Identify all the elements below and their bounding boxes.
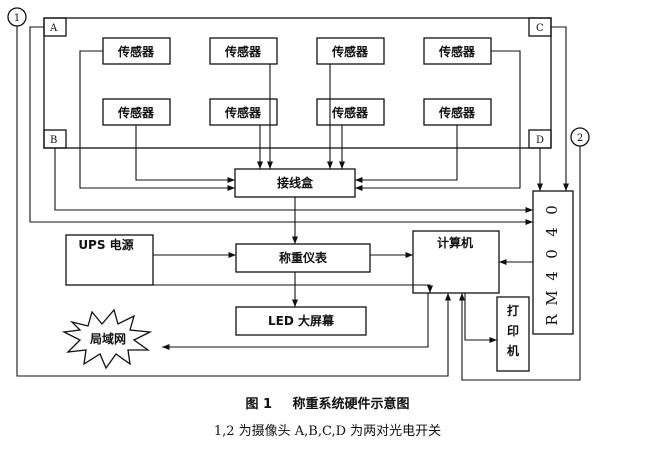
wire-switch-a	[29, 26, 533, 226]
wire-sensor-1	[79, 50, 235, 192]
computer-label: 计算机	[437, 235, 473, 250]
sensor-label-5: 传感器	[117, 105, 155, 120]
rm4040-char: 4	[543, 271, 561, 281]
sensor-box-6	[209, 98, 278, 126]
figure-title: 称重系统硬件示意图	[292, 397, 410, 412]
rm4040-char: 4	[543, 227, 561, 237]
figure-number: 图 1	[245, 397, 273, 412]
ups-box	[65, 234, 154, 286]
sensor-box-3	[316, 37, 385, 65]
camera-1-label: 1	[14, 13, 20, 24]
wire-computer-lan	[162, 293, 429, 351]
rm4040-char: R	[543, 314, 561, 326]
lan-label: 局域网	[90, 331, 126, 346]
printer-char: 机	[507, 343, 519, 358]
rm4040-char: M	[543, 290, 561, 305]
printer-char: 打	[507, 303, 519, 318]
camera-2-label: 2	[577, 133, 583, 144]
sensor-box-2	[209, 37, 278, 65]
sensor-label-3: 传感器	[331, 44, 369, 59]
sensor-label-4: 传感器	[438, 44, 476, 59]
rm4040-char: 0	[543, 205, 561, 215]
junction-box-label: 接线盒	[277, 175, 314, 190]
photo-switch-d-label: D	[536, 135, 544, 146]
weighing-platform-frame	[43, 17, 552, 149]
printer-label: 打印机	[507, 303, 519, 358]
sensor-label-1: 传感器	[117, 44, 155, 59]
photo-switch-a-label: A	[49, 23, 58, 34]
weighing-instrument-box	[235, 243, 371, 273]
photo-switch-b-label: B	[50, 135, 57, 146]
printer-box	[496, 296, 530, 372]
wire-sensor-4	[355, 50, 521, 192]
wire-camera-1	[16, 26, 452, 377]
rm4040-char: 0	[543, 249, 561, 259]
rm4040-label: RM 4 0 4 0	[543, 205, 561, 325]
printer-char: 印	[507, 324, 519, 338]
wire-sensor-8	[355, 125, 458, 184]
figure-note: 1,2 为摄像头 A,B,C,D 为两对光电开关	[213, 424, 442, 439]
led-screen-label: LED 大屏幕	[268, 313, 335, 328]
wire-sensor-5	[135, 125, 235, 184]
led-screen-box	[235, 306, 367, 336]
wire-camera-2	[458, 146, 581, 381]
sensor-label-8: 传感器	[438, 105, 476, 120]
sensor-label-7: 传感器	[331, 105, 369, 120]
sensor-box-7	[316, 98, 385, 126]
lan-starburst	[61, 308, 153, 370]
weighing-system-hardware-diagram: 1 2 A B C D 传感器 传感器 传感器 传感器 传感器 传感器 传感器 …	[7, 7, 590, 381]
sensor-label-6: 传感器	[224, 105, 262, 120]
sensor-label-2: 传感器	[224, 44, 262, 59]
wire-ups-computer	[153, 284, 434, 293]
photo-switch-c-label: C	[536, 23, 544, 34]
ups-label: UPS 电源	[78, 237, 133, 252]
wire-computer-printer	[464, 293, 497, 344]
wire-switch-b	[54, 148, 533, 214]
figure-caption: 图 1 称重系统硬件示意图	[0, 393, 655, 412]
weighing-instrument-label: 称重仪表	[279, 250, 328, 265]
wire-switch-c	[551, 26, 570, 191]
